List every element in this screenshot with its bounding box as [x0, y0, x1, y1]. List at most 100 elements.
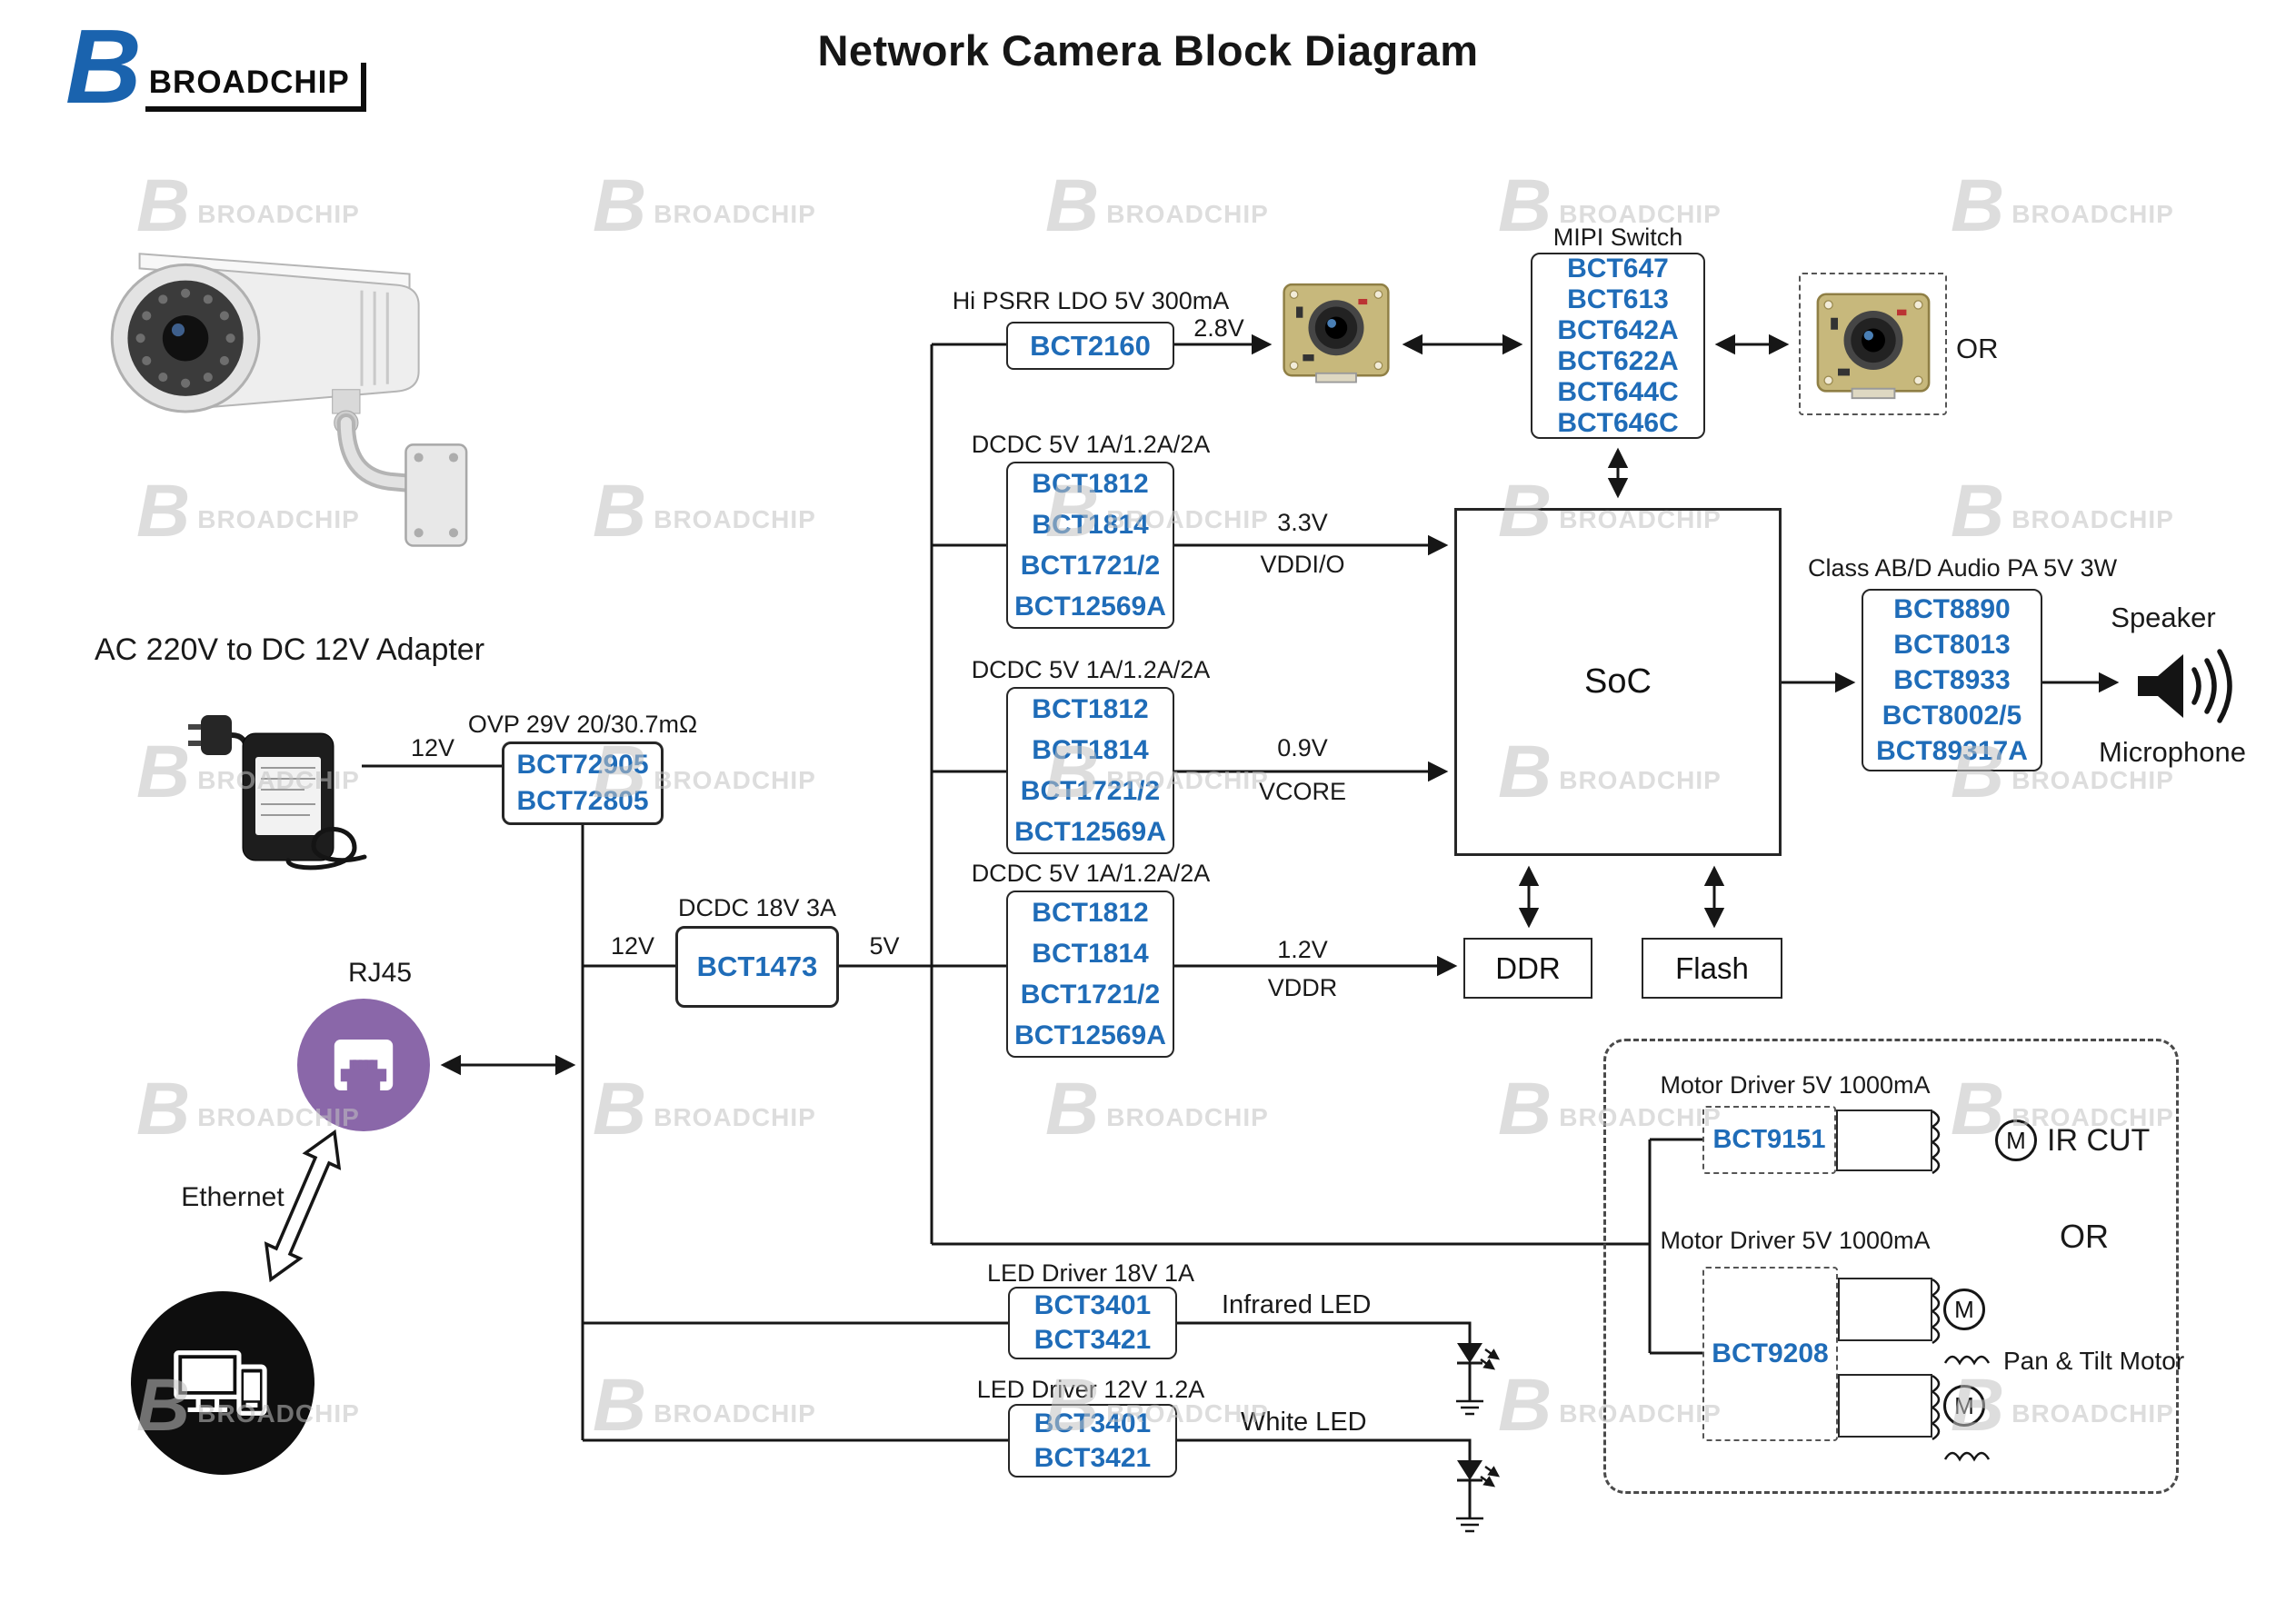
- mipi-switch-chip-box: BCT647 BCT613 BCT642A BCT622A BCT644C BC…: [1531, 253, 1705, 439]
- power-adapter-image: [188, 715, 367, 871]
- label-0v9: 0.9V: [1277, 734, 1328, 761]
- camera-module-image: [1283, 283, 1390, 383]
- chip-label: BCT1812: [1032, 694, 1149, 724]
- motor-winding-frame: [1836, 1110, 1932, 1171]
- watermark-brand-text: BROADCHIP: [654, 199, 816, 228]
- watermark-b-icon: B: [1045, 1068, 1100, 1150]
- chip-label: BCT642A: [1557, 314, 1679, 345]
- chip-label: BCT9151: [1712, 1125, 1826, 1154]
- pan-motor-icon: M: [1943, 1289, 1985, 1330]
- rj45-port: [297, 999, 430, 1131]
- chip-label: BCT3421: [1033, 1442, 1152, 1473]
- computer-phone-icon: [174, 1350, 267, 1416]
- chip-label: BCT622A: [1557, 345, 1679, 376]
- logo-b-icon: B: [65, 7, 142, 125]
- label-2v8: 2.8V: [1193, 314, 1244, 342]
- chip-label: BCT12569A: [1014, 592, 1166, 622]
- chip-label: BCT613: [1567, 284, 1669, 314]
- pan-tilt-label: Pan & Tilt Motor: [2003, 1347, 2185, 1375]
- chip-label: BCT3401: [1033, 1290, 1152, 1320]
- chip-label: BCT646C: [1557, 407, 1679, 438]
- chip-label: BCT1814: [1032, 939, 1149, 969]
- chip-label: BCT1721/2: [1020, 776, 1161, 806]
- motor-letter: M: [2006, 1126, 2026, 1154]
- chip-label: BCT9208: [1712, 1338, 1829, 1368]
- motor-winding-frame: [1838, 1278, 1932, 1341]
- chip-label: BCT89317A: [1876, 736, 2028, 766]
- chip-label: BCT8002/5: [1882, 701, 2022, 731]
- rj45-label: RJ45: [347, 958, 413, 988]
- watermark-b-icon: B: [1951, 164, 2005, 247]
- motor-driver2-title: Motor Driver 5V 1000mA: [1660, 1227, 1931, 1254]
- watermark-b-icon: B: [593, 1068, 647, 1150]
- logo-brand-text: BROADCHIP: [145, 62, 366, 112]
- watermark-b-icon: B: [1498, 1364, 1552, 1447]
- watermark-brand-text: BROADCHIP: [1106, 1102, 1269, 1131]
- audio-title: Class AB/D Audio PA 5V 3W: [1808, 554, 2118, 582]
- watermark-b-icon: B: [136, 731, 191, 813]
- dcdc18-chip-box: BCT1473: [675, 926, 839, 1008]
- dcdc5-title-1: DCDC 5V 1A/1.2A/2A: [971, 431, 1211, 458]
- camera-module-alt-frame: [1799, 273, 1947, 415]
- led-driver2-title: LED Driver 12V 1.2A: [976, 1376, 1205, 1403]
- led-driver1-chip-box: BCT3401 BCT3421: [1008, 1287, 1177, 1359]
- watermark-b-icon: B: [136, 1068, 191, 1150]
- ddr-label: DDR: [1495, 950, 1561, 985]
- ldo-chip-box: BCT2160: [1006, 322, 1174, 370]
- chip-label: BCT8890: [1893, 594, 2011, 624]
- watermark-brand-text: BROADCHIP: [654, 1398, 816, 1428]
- chip-label: BCT644C: [1557, 376, 1679, 407]
- watermark-brand-text: BROADCHIP: [1106, 199, 1269, 228]
- watermark-b-icon: B: [1498, 1068, 1552, 1150]
- white-led-icon: [1177, 1438, 1501, 1533]
- watermark-b-icon: B: [593, 164, 647, 247]
- audio-pa-chip-box: BCT8890 BCT8013 BCT8933 BCT8002/5 BCT893…: [1862, 589, 2042, 771]
- led-driver1-title: LED Driver 18V 1A: [986, 1259, 1195, 1287]
- tilt-motor-icon: M: [1943, 1385, 1985, 1427]
- led-driver2-chip-box: BCT3401 BCT3421: [1008, 1404, 1177, 1478]
- bullet-camera-image: [110, 253, 468, 547]
- bct9208-chip-box: BCT9208: [1702, 1267, 1838, 1441]
- chip-label: BCT12569A: [1014, 817, 1166, 847]
- chip-label: BCT12569A: [1014, 1020, 1166, 1050]
- dcdc5-chip-box-1: BCT1812 BCT1814 BCT1721/2 BCT12569A: [1006, 462, 1174, 629]
- watermark-b-icon: B: [593, 470, 647, 552]
- motor-letter: M: [1954, 1391, 1974, 1419]
- chip-label: BCT647: [1567, 253, 1669, 284]
- watermark-brand-text: BROADCHIP: [654, 765, 816, 794]
- label-vddr: VDDR: [1267, 974, 1338, 1001]
- chip-label: BCT72905: [516, 750, 649, 780]
- watermark-brand-text: BROADCHIP: [2011, 199, 2174, 228]
- watermark-brand-text: BROADCHIP: [654, 504, 816, 533]
- ddr-block: DDR: [1463, 938, 1592, 999]
- ovp-title: OVP 29V 20/30.7mΩ: [467, 711, 698, 738]
- dcdc5-chip-box-3: BCT1812 BCT1814 BCT1721/2 BCT12569A: [1006, 891, 1174, 1058]
- sensor-or-label: OR: [1956, 333, 1999, 364]
- label-12v-input: 12V: [410, 734, 455, 761]
- chip-label: BCT1812: [1032, 469, 1149, 499]
- mipi-title: MIPI Switch: [1552, 224, 1683, 251]
- chip-label: BCT1721/2: [1020, 980, 1161, 1010]
- client-devices: [131, 1291, 314, 1475]
- label-3v3: 3.3V: [1277, 509, 1328, 536]
- ovp-chip-box: BCT72905 BCT72805: [502, 741, 664, 825]
- infrared-led-label: Infrared LED: [1222, 1290, 1372, 1319]
- motor-driver1-title: Motor Driver 5V 1000mA: [1660, 1071, 1931, 1099]
- adapter-caption: AC 220V to DC 12V Adapter: [95, 632, 485, 667]
- microphone-label: Microphone: [2099, 736, 2246, 768]
- label-5v: 5V: [869, 932, 900, 960]
- motor-or-label: OR: [2060, 1218, 2109, 1255]
- speaker-label: Speaker: [2111, 602, 2216, 633]
- soc-label: SoC: [1584, 662, 1652, 701]
- ethernet-label: Ethernet: [181, 1182, 285, 1212]
- rj45-port-icon: [334, 1040, 394, 1090]
- chip-label: BCT1721/2: [1020, 551, 1161, 581]
- chip-label: BCT1814: [1032, 510, 1149, 540]
